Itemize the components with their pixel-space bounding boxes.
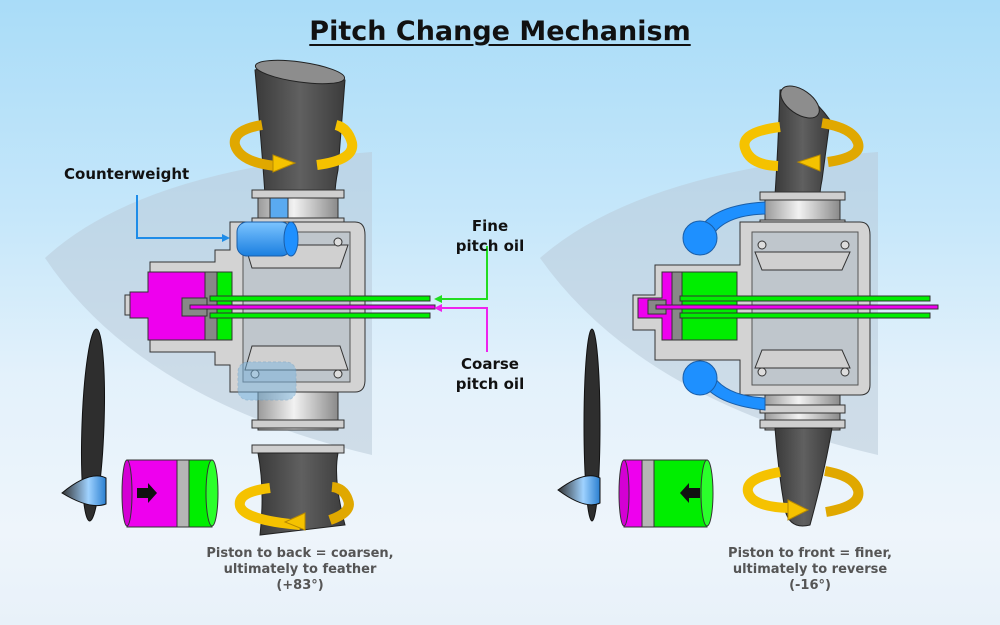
coarse-pitch-oil-label: Coarse pitch oil [455, 355, 525, 393]
piston-icon-right [618, 459, 714, 528]
right-mechanism [540, 85, 939, 528]
fine-oil-arrow [442, 246, 488, 300]
blade-lower [257, 452, 346, 536]
right-caption: Piston to front = finer, ultimately to r… [728, 546, 892, 593]
left-arrow-icon [680, 483, 700, 503]
rotation-arrow-lower [234, 482, 354, 531]
counterweight-upper [682, 201, 766, 256]
blade-upper [254, 63, 346, 196]
counterweight-label: Counterweight [64, 165, 190, 183]
right-arrow-icon [137, 483, 157, 503]
piston-icon-left [121, 459, 219, 528]
counterweight-pointer [136, 195, 222, 239]
propeller-icon [61, 328, 107, 522]
coarse-oil-arrow [442, 307, 488, 352]
rotation-arrow-upper [739, 118, 864, 172]
page-title: Pitch Change Mechanism [309, 16, 691, 47]
counterweight [236, 221, 299, 257]
fine-pitch-oil-label: Fine pitch oil [455, 217, 525, 255]
left-caption: Piston to back = coarsen, ultimately to … [206, 546, 394, 593]
rotation-arrow-lower [742, 466, 864, 521]
left-mechanism [45, 59, 488, 536]
counterweight-lower [682, 360, 766, 411]
rotation-arrow-upper [229, 120, 358, 173]
propeller-icon [557, 328, 601, 522]
